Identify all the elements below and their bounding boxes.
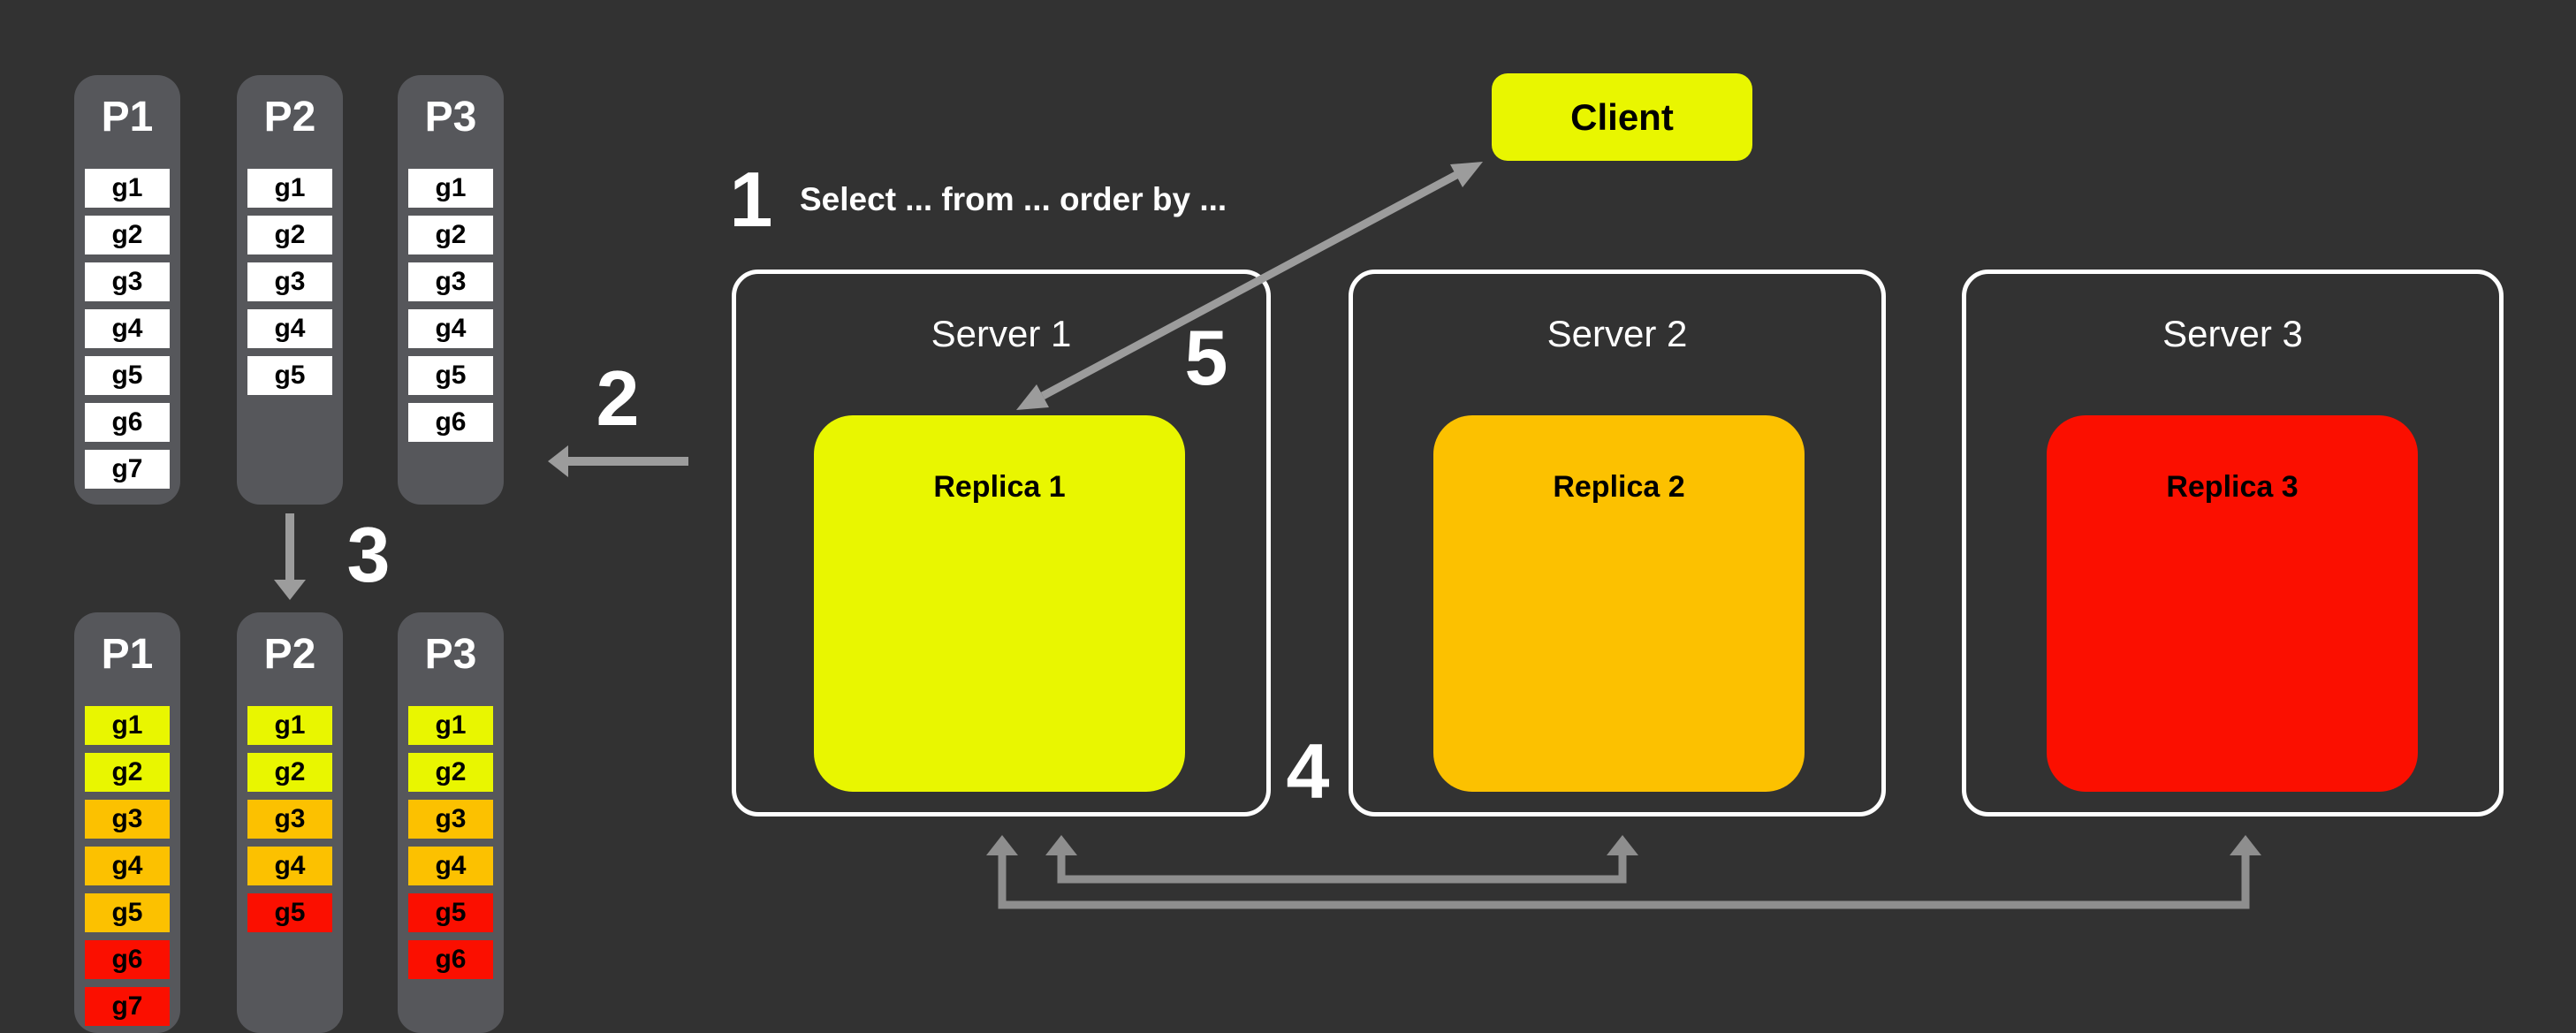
group-cell: g2 — [85, 216, 170, 254]
group-cell: g5 — [408, 893, 493, 932]
replica-3-box: Replica 3 — [2047, 415, 2418, 792]
group-cell: g3 — [85, 800, 170, 839]
gossip-bracket-outer — [986, 835, 2261, 909]
group-cell: g2 — [247, 216, 332, 254]
group-cell: g5 — [85, 356, 170, 395]
group-cell: g1 — [408, 706, 493, 745]
step2-left-arrow — [548, 445, 688, 477]
gossip-bracket-inner — [1045, 835, 1638, 884]
group-cell: g2 — [408, 753, 493, 792]
group-cell: g2 — [85, 753, 170, 792]
group-cell: g3 — [247, 262, 332, 301]
partition-column-before-p3: P3 g1 g2 g3 g4 g5 g6 — [398, 75, 504, 505]
group-cell: g4 — [247, 847, 332, 885]
group-cell: g3 — [408, 262, 493, 301]
client-label: Client — [1570, 95, 1674, 138]
group-cell: g7 — [85, 987, 170, 1026]
group-cell: g6 — [85, 940, 170, 979]
partition-title: P2 — [263, 631, 316, 678]
replica-3-label: Replica 3 — [2166, 470, 2299, 504]
group-cell: g1 — [408, 169, 493, 208]
partition-column-before-p1: P1 g1 g2 g3 g4 g5 g6 g7 — [74, 75, 180, 505]
group-cell: g5 — [247, 356, 332, 395]
step-1-number: 1 — [729, 156, 773, 243]
replica-2-label: Replica 2 — [1553, 470, 1685, 504]
client-box: Client — [1492, 73, 1752, 161]
step3-down-arrow — [274, 513, 306, 600]
cell-stack: g1 g2 g3 g4 g5 g6 — [398, 706, 504, 979]
group-cell: g6 — [408, 403, 493, 442]
server-2-box: Server 2 — [1349, 270, 1886, 817]
partition-title: P1 — [101, 631, 154, 678]
partition-column-before-p2: P2 g1 g2 g3 g4 g5 — [237, 75, 343, 505]
group-cell: g4 — [408, 309, 493, 348]
query-text: Select ... from ... order by ... — [800, 181, 1227, 217]
partition-title: P3 — [424, 631, 477, 678]
server-3-box: Server 3 — [1962, 270, 2504, 817]
group-cell: g3 — [408, 800, 493, 839]
group-cell: g7 — [85, 450, 170, 489]
cell-stack: g1 g2 g3 g4 g5 g6 — [398, 169, 504, 442]
step-3-number: 3 — [346, 511, 391, 598]
group-cell: g4 — [408, 847, 493, 885]
group-cell: g1 — [85, 706, 170, 745]
group-cell: g2 — [408, 216, 493, 254]
partition-title: P2 — [263, 94, 316, 141]
replica-1-label: Replica 1 — [933, 470, 1066, 504]
group-cell: g4 — [85, 309, 170, 348]
partition-column-after-p2: P2 g1 g2 g3 g4 g5 — [237, 612, 343, 1033]
group-cell: g3 — [247, 800, 332, 839]
partition-title: P3 — [424, 94, 477, 141]
server-3-label: Server 3 — [2162, 313, 2303, 354]
server-2-label: Server 2 — [1546, 313, 1688, 354]
group-cell: g5 — [247, 893, 332, 932]
cell-stack: g1 g2 g3 g4 g5 — [237, 169, 343, 395]
group-cell: g2 — [247, 753, 332, 792]
cell-stack: g1 g2 g3 g4 g5 g6 g7 — [74, 169, 180, 489]
group-cell: g5 — [408, 356, 493, 395]
group-cell: g6 — [85, 403, 170, 442]
group-cell: g1 — [247, 706, 332, 745]
partition-column-after-p1: P1 g1 g2 g3 g4 g5 g6 g7 — [74, 612, 180, 1033]
group-cell: g1 — [247, 169, 332, 208]
group-cell: g1 — [85, 169, 170, 208]
step-2-number: 2 — [596, 354, 640, 442]
cell-stack: g1 g2 g3 g4 g5 — [237, 706, 343, 932]
group-cell: g5 — [85, 893, 170, 932]
step-5-number: 5 — [1184, 314, 1228, 401]
partition-title: P1 — [101, 94, 154, 141]
partition-column-after-p3: P3 g1 g2 g3 g4 g5 g6 — [398, 612, 504, 1033]
group-cell: g3 — [85, 262, 170, 301]
group-cell: g6 — [408, 940, 493, 979]
replica-1-box: Replica 1 — [814, 415, 1185, 792]
group-cell: g4 — [85, 847, 170, 885]
replica-2-box: Replica 2 — [1433, 415, 1805, 792]
step-4-number: 4 — [1286, 727, 1330, 815]
cell-stack: g1 g2 g3 g4 g5 g6 g7 — [74, 706, 180, 1026]
group-cell: g4 — [247, 309, 332, 348]
